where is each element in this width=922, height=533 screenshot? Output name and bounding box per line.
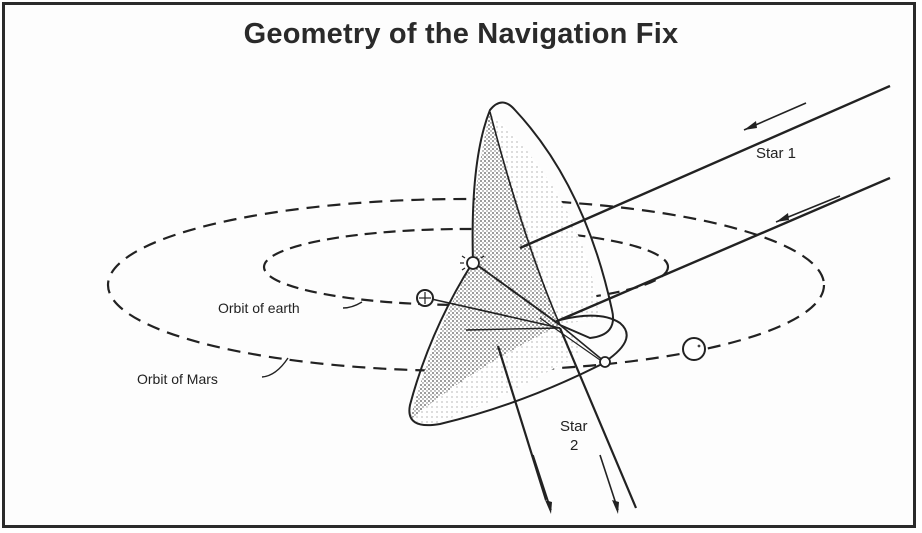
star1-arrow-upper	[743, 102, 807, 131]
star1-label: Star 1	[756, 145, 796, 162]
star1-cone-outline	[471, 101, 614, 340]
star1-cone-edge	[489, 111, 561, 326]
star1-ray-lower	[554, 176, 891, 324]
star1-ray-upper	[519, 84, 891, 250]
orbit-mars-label: Orbit of Mars	[137, 371, 218, 387]
star2-cone-outline	[408, 261, 628, 427]
sightline-to-mars	[559, 324, 606, 363]
sightline-diag	[539, 317, 601, 361]
mars-planet-icon	[682, 337, 706, 361]
earth-sightline	[426, 297, 561, 329]
orbit-earth-leader	[342, 301, 363, 309]
sightline-lower	[465, 327, 561, 331]
star2-cone-shaded	[410, 262, 560, 420]
orbit-mars-leader	[261, 357, 289, 378]
star2-ray-left	[496, 345, 548, 501]
spacecraft-position-marker	[599, 356, 611, 368]
star1-arrow-lower	[775, 195, 841, 223]
star2-ray-right	[558, 327, 638, 509]
star2-label-line1: Star	[560, 418, 588, 435]
sun-icon	[460, 250, 485, 271]
figure-frame	[2, 2, 916, 528]
star2-label-line2: 2	[570, 437, 578, 454]
orbit-earth-label: Orbit of earth	[218, 300, 300, 316]
figure-title: Geometry of the Navigation Fix	[243, 18, 679, 50]
earth-planet-icon	[416, 289, 434, 307]
star2-arrow-left	[532, 454, 552, 514]
star2-cone-light	[410, 325, 580, 425]
star2-arrow-right	[599, 454, 619, 514]
star1-cone-light	[490, 112, 600, 325]
sightline-center	[472, 261, 561, 326]
